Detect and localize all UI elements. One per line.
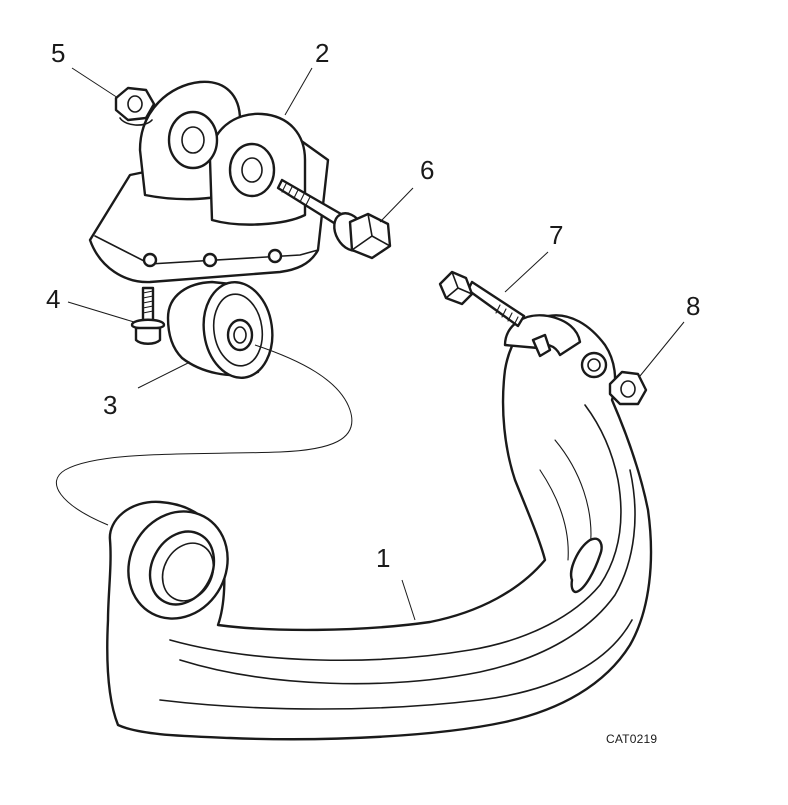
bracket-bolt-hole bbox=[580, 351, 608, 379]
leader-5 bbox=[71, 67, 119, 99]
bolt-7-thread bbox=[495, 304, 519, 326]
leader-4 bbox=[67, 301, 135, 323]
bracket-bore-left-inner bbox=[181, 126, 205, 154]
nut-8-hex bbox=[608, 370, 648, 406]
part-6-bolt bbox=[276, 178, 392, 260]
bolt-4-head bbox=[134, 326, 162, 345]
bracket-plate-edge bbox=[94, 235, 319, 265]
control-arm-slot bbox=[569, 537, 603, 594]
part-4-bolt bbox=[130, 286, 166, 345]
leader-3 bbox=[137, 361, 191, 389]
leader-1 bbox=[401, 579, 416, 621]
control-arm-bush-bore-inner bbox=[161, 542, 215, 602]
callout-2: 2 bbox=[315, 38, 330, 68]
bracket-mount-hole-2 bbox=[202, 252, 218, 268]
nut-8-bore bbox=[620, 380, 636, 398]
part-3-bush bbox=[166, 280, 274, 379]
bolt-6-thread bbox=[281, 183, 311, 206]
assembly-path bbox=[55, 344, 353, 526]
nut-5-hex bbox=[114, 86, 156, 122]
bracket-bolt-hole-inner bbox=[587, 358, 601, 372]
bracket-mount-hole-3 bbox=[267, 248, 283, 264]
leader-7 bbox=[504, 251, 549, 293]
part-5-nut bbox=[114, 86, 156, 126]
nut-5-bore bbox=[127, 95, 143, 113]
bolt-6-head-face bbox=[351, 213, 391, 251]
control-arm-bush-bore bbox=[148, 530, 216, 606]
part-1-control-arm bbox=[106, 314, 653, 741]
callout-7: 7 bbox=[549, 220, 564, 250]
callout-6: 6 bbox=[420, 155, 435, 185]
bracket-tab bbox=[531, 333, 552, 358]
control-arm-lower-edge bbox=[159, 619, 633, 710]
bracket-bore-right bbox=[228, 142, 276, 198]
control-arm-rib-outer bbox=[169, 404, 622, 662]
callout-8: 8 bbox=[686, 291, 701, 321]
leader-2 bbox=[284, 67, 313, 116]
callout-4: 4 bbox=[46, 284, 61, 314]
bolt-7-shank bbox=[466, 280, 526, 328]
leader-lines bbox=[67, 67, 685, 621]
control-arm-rib-inner bbox=[179, 469, 636, 685]
part-8-nut bbox=[608, 370, 648, 406]
bolt-7-head-face bbox=[445, 271, 473, 299]
bolt-7-head bbox=[438, 270, 474, 306]
leader-6 bbox=[379, 187, 414, 223]
bolt-4-thread bbox=[142, 290, 154, 314]
bracket-bore-right-inner bbox=[241, 157, 263, 183]
nut-5-flange bbox=[119, 117, 153, 126]
part-7-bolt bbox=[438, 270, 526, 328]
catalog-code: CAT0219 bbox=[606, 732, 658, 746]
bracket-bore-left bbox=[167, 110, 219, 170]
bush-face-inner bbox=[212, 293, 264, 367]
control-arm-body bbox=[106, 314, 653, 741]
bush-sleeve bbox=[226, 318, 254, 352]
leader-8 bbox=[639, 321, 685, 377]
bush-sleeve-bore bbox=[233, 326, 247, 344]
callout-1: 1 bbox=[376, 543, 391, 573]
callout-5: 5 bbox=[51, 38, 66, 68]
part-2-mounting-bracket bbox=[88, 80, 330, 284]
callout-3: 3 bbox=[103, 390, 118, 420]
control-arm-web-line bbox=[539, 439, 592, 561]
bracket-mount-hole-1 bbox=[142, 252, 158, 268]
